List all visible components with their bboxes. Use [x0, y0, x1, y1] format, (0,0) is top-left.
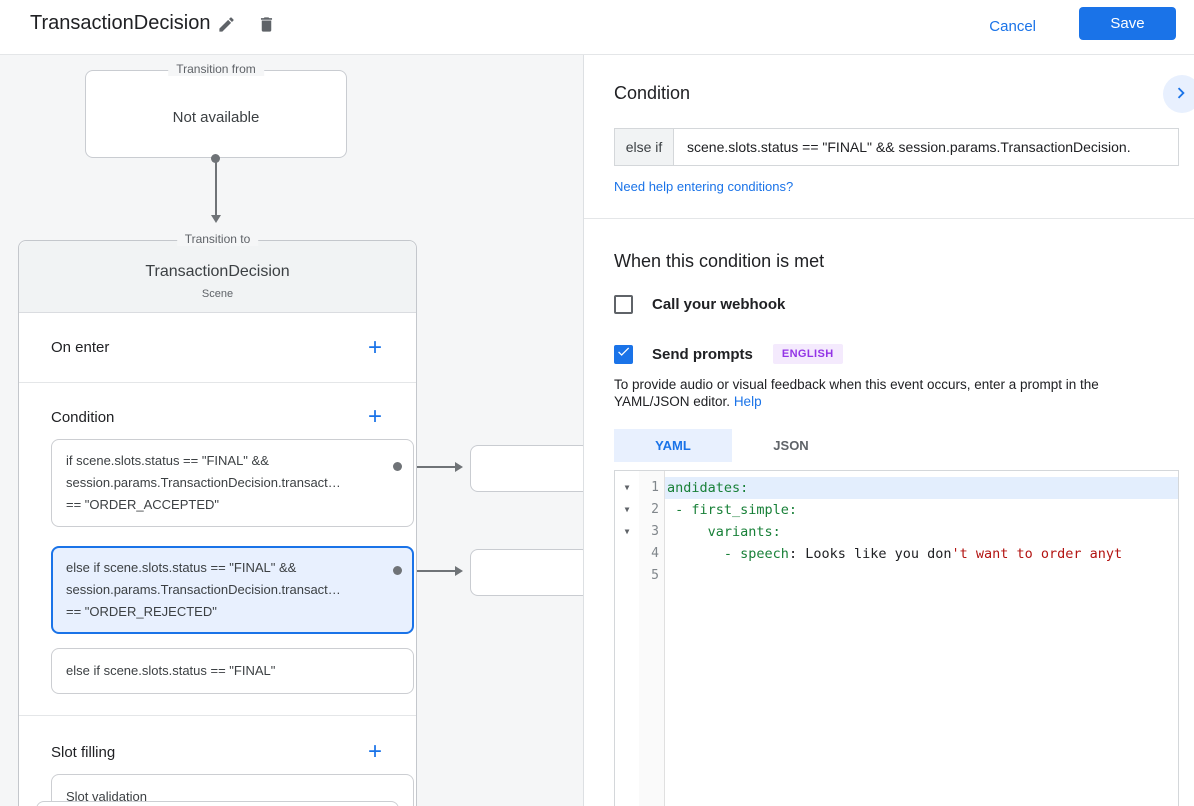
collapse-panel-button[interactable]: [1163, 75, 1194, 113]
condition-card-accepted[interactable]: if scene.slots.status == "FINAL" && sess…: [51, 439, 414, 527]
send-prompts-row: Send prompts ENGLISH: [614, 344, 843, 364]
condition-card-final[interactable]: else if scene.slots.status == "FINAL": [51, 648, 414, 694]
section-condition: Condition + if scene.slots.status == "FI…: [19, 383, 416, 716]
editor-line-numbers: 1 2 3 4 5: [639, 471, 665, 806]
condition-line: == "ORDER_ACCEPTED": [66, 497, 219, 512]
condition-expression-input[interactable]: scene.slots.status == "FINAL" && session…: [673, 128, 1179, 166]
add-on-enter-button[interactable]: +: [366, 335, 384, 359]
scene-type-label: Scene: [201, 288, 234, 300]
condition-expression-row: else if scene.slots.status == "FINAL" &&…: [614, 128, 1179, 166]
condition-editor-panel: Condition else if scene.slots.status == …: [583, 55, 1194, 806]
connector-handle[interactable]: [393, 462, 402, 471]
fold-gutter-cell: [615, 565, 639, 587]
cancel-button[interactable]: Cancel: [979, 10, 1046, 43]
line-number: 4: [651, 546, 659, 561]
tab-yaml[interactable]: YAML: [614, 429, 732, 462]
language-badge: ENGLISH: [772, 344, 843, 364]
editor-tabs: YAML JSON: [614, 429, 850, 462]
arrow-right-icon: [455, 462, 463, 472]
save-button[interactable]: Save: [1079, 7, 1176, 40]
arrow-right-icon: [455, 566, 463, 576]
transition-from-legend: Transition from: [168, 62, 264, 76]
check-icon: [616, 344, 631, 364]
transition-target-box[interactable]: [470, 549, 583, 596]
delete-scene-button[interactable]: [252, 12, 280, 40]
connector-handle[interactable]: [393, 566, 402, 575]
panel-divider: [584, 218, 1194, 219]
section-slot-filling: Slot filling + Slot validation: [19, 716, 416, 806]
slot-card-line: Slot validation: [66, 789, 147, 804]
condition-line: session.params.TransactionDecision.trans…: [66, 582, 341, 597]
section-divider: [19, 715, 416, 716]
call-webhook-label: Call your webhook: [652, 296, 786, 313]
fold-arrow-icon[interactable]: ▼: [624, 527, 630, 536]
code-line: [665, 565, 1178, 587]
on-enter-label: On enter: [51, 339, 110, 356]
slot-filling-label: Slot filling: [51, 743, 116, 761]
condition-line: if scene.slots.status == "FINAL" &&: [66, 453, 269, 468]
fold-gutter-cell: [615, 543, 639, 565]
line-number: 3: [651, 524, 659, 539]
else-if-chip: else if: [614, 128, 673, 166]
scene-name: TransactionDecision: [145, 263, 290, 280]
scene-diagram-canvas: Transition from Not available Transition…: [0, 55, 583, 806]
condition-label: Condition: [51, 408, 115, 426]
condition-line: session.params.TransactionDecision.trans…: [66, 475, 341, 490]
call-webhook-checkbox[interactable]: [614, 295, 633, 314]
transition-target-box[interactable]: [470, 445, 583, 492]
prompt-description-text: To provide audio or visual feedback when…: [614, 377, 1099, 409]
yaml-code-editor[interactable]: ▼ ▼ ▼ 1 2 3 4 5 andidates: - first_simple: var…: [614, 470, 1179, 806]
slot-validation-card[interactable]: Slot validation: [51, 774, 414, 806]
trash-icon: [257, 15, 276, 37]
condition-line: == "ORDER_REJECTED": [66, 604, 217, 619]
scene-card: Transition to TransactionDecision Scene …: [18, 232, 417, 806]
tab-json[interactable]: JSON: [732, 429, 850, 462]
line-number: 2: [651, 502, 659, 517]
help-link[interactable]: Help: [733, 394, 762, 409]
add-condition-button[interactable]: +: [366, 405, 384, 429]
conditions-help-link[interactable]: Need help entering conditions?: [614, 179, 794, 194]
plus-icon: +: [367, 403, 382, 430]
page-title: TransactionDecision: [30, 12, 211, 34]
transition-from-text: Not available: [172, 109, 260, 126]
plus-icon: +: [367, 738, 382, 765]
code-line: - speech: Looks like you don't want to o…: [723, 546, 1123, 562]
top-bar: TransactionDecision Cancel Save: [0, 0, 1194, 55]
send-prompts-label: Send prompts: [652, 345, 753, 363]
fold-arrow-icon[interactable]: ▼: [624, 505, 630, 514]
pencil-icon: [217, 15, 236, 37]
chevron-right-icon: [1163, 82, 1192, 107]
editor-code[interactable]: andidates: - first_simple: variants: - s…: [665, 471, 1178, 806]
connector-line: [400, 466, 455, 468]
connector-line: [400, 570, 455, 572]
arrow-down-icon: [211, 215, 221, 223]
condition-card-rejected-selected[interactable]: else if scene.slots.status == "FINAL" &&…: [51, 546, 414, 634]
connector-line: [215, 161, 217, 215]
add-slot-filling-button[interactable]: +: [366, 740, 384, 764]
line-number: 5: [651, 568, 659, 583]
edit-scene-button[interactable]: [212, 12, 240, 40]
fold-arrow-icon[interactable]: ▼: [624, 483, 630, 492]
prompt-description: To provide audio or visual feedback when…: [614, 376, 1166, 410]
when-condition-met-title: When this condition is met: [614, 251, 825, 271]
line-number: 1: [651, 480, 659, 495]
code-line: variants:: [667, 524, 781, 540]
code-line: andidates:: [665, 477, 1178, 499]
section-on-enter: On enter +: [19, 313, 416, 383]
send-prompts-checkbox[interactable]: [614, 344, 633, 364]
condition-line: else if scene.slots.status == "FINAL" &&: [66, 560, 297, 575]
transition-from-box[interactable]: Transition from Not available: [85, 62, 347, 158]
partial-next-card[interactable]: [36, 801, 399, 806]
code-line: - first_simple:: [667, 502, 798, 518]
connector-handle[interactable]: [211, 154, 220, 163]
panel-title: Condition: [614, 83, 691, 103]
transition-to-legend: Transition to: [176, 232, 259, 246]
condition-line: else if scene.slots.status == "FINAL": [66, 663, 276, 678]
editor-fold-gutter: ▼ ▼ ▼: [615, 471, 639, 806]
call-webhook-row: Call your webhook: [614, 295, 785, 314]
plus-icon: +: [367, 333, 382, 361]
scene-card-header[interactable]: TransactionDecision Scene: [19, 241, 416, 313]
